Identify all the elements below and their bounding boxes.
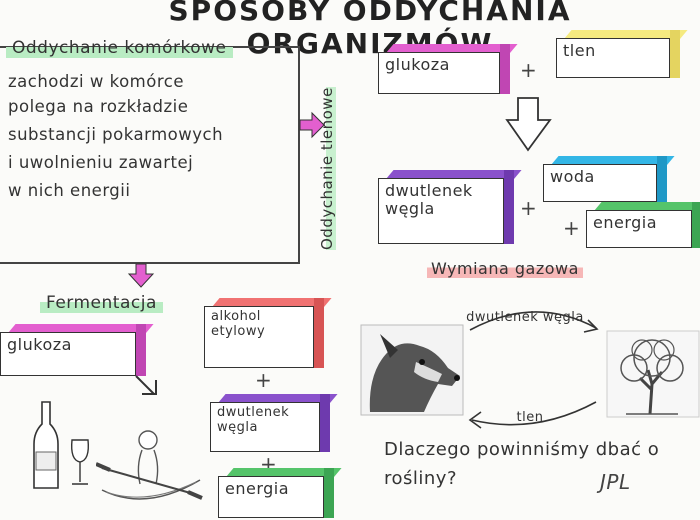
fermentation-glucose-box: glukoza [0, 324, 154, 376]
question-text: Dlaczego powinniśmy dbać o rośliny? [384, 439, 660, 489]
cycle-top-label: dwutlenek węgla [466, 310, 584, 325]
fermentation-heading: Fermentacja [40, 293, 163, 313]
cellular-respiration-heading: Oddychanie komórkowe [6, 38, 233, 58]
wine-bottle-icon [33, 401, 90, 489]
dog-icon [360, 324, 464, 416]
kayaker-icon [96, 430, 203, 500]
signature: JPL [600, 470, 631, 494]
plus-sign: + [520, 196, 537, 220]
aerobic-glucose-box: glukoza [378, 44, 518, 94]
cycle-bottom-label: tlen [516, 410, 544, 425]
cellular-line: polega na rozkładzie [8, 97, 189, 116]
aerobic-water-box: woda [543, 156, 675, 202]
page-title: SPOSOBY ODDYCHANIA ORGANIZMÓW [168, 0, 572, 60]
aerobic-co2-box: dwutlenek węgla [378, 170, 522, 244]
gas-exchange-heading: Wymiana gazowa [427, 259, 583, 278]
cellular-line: substancji pokarmowych [8, 125, 224, 144]
gas-exchange-cycle [468, 311, 599, 429]
aerobic-oxygen-box: tlen [556, 30, 688, 78]
down-arrow-icon [505, 97, 552, 152]
fermentation-energy-box: energia [218, 468, 342, 518]
cellular-line: w nich energii [8, 181, 131, 200]
aerobic-energy-box: energia [586, 202, 700, 248]
plus-sign: + [255, 368, 272, 392]
right-arrow-icon [135, 375, 157, 395]
aerobic-side-label: Oddychanie tlenowe [318, 87, 336, 250]
plus-sign: + [520, 58, 537, 82]
fermentation-alcohol-box: alkohol etylowy [204, 298, 332, 368]
fermentation-co2-box: dwutlenek węgla [210, 394, 338, 452]
plus-sign: + [563, 216, 580, 240]
down-arrow-icon [127, 263, 155, 288]
cellular-line: zachodzi w komórce [8, 72, 184, 91]
tree-icon [606, 330, 700, 418]
cellular-line: i uwolnieniu zawartej [8, 153, 194, 172]
